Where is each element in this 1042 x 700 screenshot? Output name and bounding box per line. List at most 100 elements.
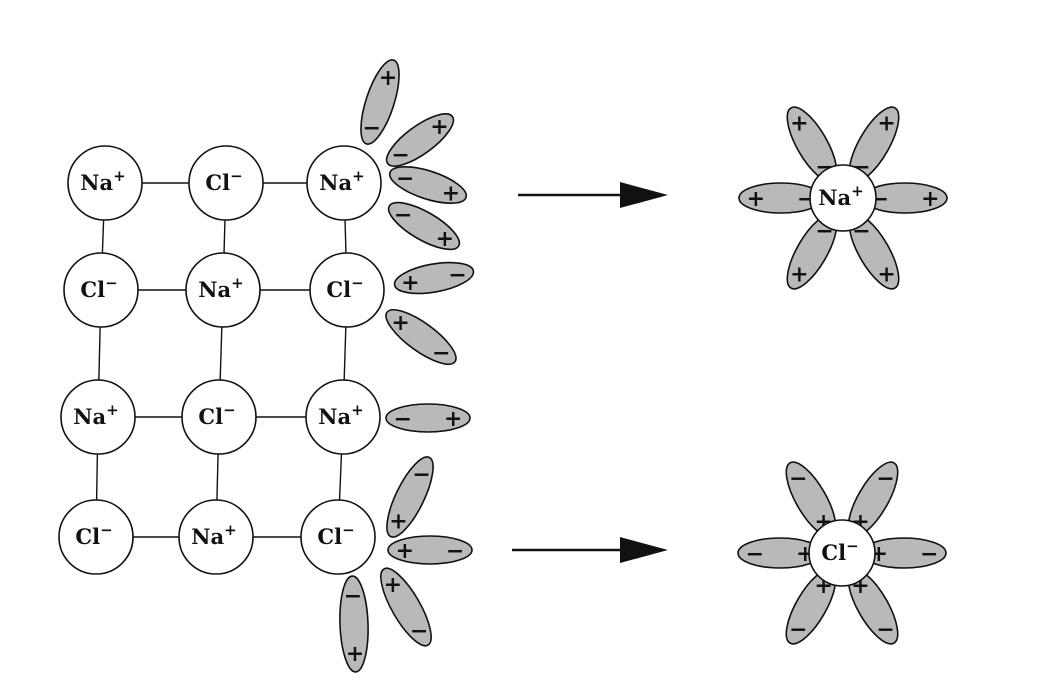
na-ion-label: Na+ — [80, 167, 125, 195]
lattice-ion-r1-c3: Na+ — [306, 145, 382, 221]
hydrated-cl-ion: Cl− — [808, 519, 876, 587]
plus-sign: + — [346, 641, 364, 667]
na-ion-label: Na+ — [318, 401, 363, 429]
dipole-body — [339, 575, 369, 673]
dipole-body — [388, 166, 468, 204]
plus-sign: + — [877, 262, 895, 288]
plus-sign: + — [747, 186, 765, 212]
na-ion-label: Na+ — [198, 274, 243, 302]
minus-sign: − — [391, 142, 409, 168]
minus-sign: − — [412, 461, 430, 487]
ion-symbol: Cl — [317, 524, 342, 549]
cl-ion-label: Cl− — [205, 167, 242, 195]
dipole-body — [385, 309, 457, 365]
na-ion-label: Na+ — [191, 521, 236, 549]
hydrated-na-ion: Na+ — [809, 164, 877, 232]
cl-ion-label: Cl− — [821, 537, 858, 565]
plus-sign: + — [442, 180, 460, 206]
cl-ion-label: Cl− — [75, 521, 112, 549]
plus-sign: + — [921, 186, 939, 212]
arrow-head — [620, 182, 668, 208]
minus-sign: − — [432, 340, 450, 366]
ion-charge: + — [231, 274, 244, 292]
arrow-to-hydrated-cl — [512, 537, 668, 563]
minus-sign: − — [920, 541, 938, 567]
ion-symbol: Na — [80, 170, 113, 195]
ion-circle — [58, 499, 134, 575]
minus-sign: − — [876, 617, 894, 643]
ion-circle — [63, 252, 139, 328]
plus-sign: + — [430, 114, 448, 140]
plus-sign: + — [396, 538, 414, 564]
lattice-ion-r4-c3: Cl− — [300, 499, 376, 575]
ion-charge: − — [846, 537, 859, 555]
ion-symbol: Na — [191, 524, 224, 549]
lattice-ion-r1-c1: Na+ — [67, 145, 143, 221]
hydrated-cl-dipole-5: +− — [737, 537, 823, 569]
ion-symbol: Na — [818, 185, 851, 210]
na-ion-label: Na+ — [319, 167, 364, 195]
edge-dipole-2: +− — [385, 113, 455, 168]
minus-sign: − — [344, 583, 362, 609]
ion-circle — [309, 252, 385, 328]
ion-symbol: Cl — [205, 170, 230, 195]
lattice-ion-r3-c3: Na+ — [305, 379, 381, 455]
ion-circle — [300, 499, 376, 575]
minus-sign: − — [876, 465, 894, 491]
ion-symbol: Cl — [326, 277, 351, 302]
ion-symbol: Na — [319, 170, 352, 195]
plus-sign: + — [379, 65, 397, 91]
cl-ion-label: Cl− — [326, 274, 363, 302]
ion-symbol: Na — [73, 404, 106, 429]
lattice-ion-r2-c2: Na+ — [185, 252, 261, 328]
edge-dipole-3: +− — [388, 166, 468, 206]
ion-circle — [185, 252, 261, 328]
ion-symbol: Cl — [80, 277, 105, 302]
dipole-body — [380, 567, 432, 647]
dipole-body — [393, 261, 475, 295]
ion-charge: − — [223, 401, 236, 419]
ion-charge: + — [224, 521, 237, 539]
minus-sign: − — [746, 541, 764, 567]
edge-dipole-4: +− — [387, 201, 461, 252]
ion-charge: − — [105, 274, 118, 292]
dipole-body — [385, 403, 471, 433]
lattice-ion-r3-c2: Cl− — [181, 379, 257, 455]
minus-sign: − — [446, 538, 464, 564]
minus-sign: − — [396, 166, 414, 192]
plus-sign: + — [444, 406, 462, 432]
plus-sign: + — [436, 226, 454, 252]
ion-circle — [178, 499, 254, 575]
minus-sign: − — [789, 465, 807, 491]
cl-ion-label: Cl− — [80, 274, 117, 302]
edge-dipole-1: +− — [360, 59, 400, 145]
ion-circle — [305, 379, 381, 455]
ion-charge: − — [230, 167, 243, 185]
minus-sign: − — [410, 618, 428, 644]
ion-charge: + — [113, 167, 126, 185]
ion-circle — [809, 164, 877, 232]
plus-sign: + — [877, 110, 895, 136]
lattice-ion-r2-c1: Cl− — [63, 252, 139, 328]
minus-sign: − — [394, 406, 412, 432]
ion-charge: − — [100, 521, 113, 539]
arrow-head — [620, 537, 668, 563]
lattice-ion-r3-c1: Na+ — [60, 379, 136, 455]
dipole-body — [385, 113, 455, 167]
plus-sign: + — [384, 572, 402, 598]
ion-circle — [306, 145, 382, 221]
edge-dipole-11: +− — [380, 567, 432, 647]
plus-sign: + — [790, 262, 808, 288]
dipole-body — [360, 59, 400, 145]
dipole-body — [387, 535, 473, 565]
dipole-body — [387, 201, 461, 251]
ion-symbol: Na — [318, 404, 351, 429]
plus-sign: + — [790, 110, 808, 136]
lattice-ion-r2-c3: Cl− — [309, 252, 385, 328]
minus-sign: − — [789, 617, 807, 643]
ion-symbol: Cl — [75, 524, 100, 549]
ion-circle — [808, 519, 876, 587]
edge-dipole-7: +− — [385, 403, 471, 433]
ion-symbol: Na — [198, 277, 231, 302]
